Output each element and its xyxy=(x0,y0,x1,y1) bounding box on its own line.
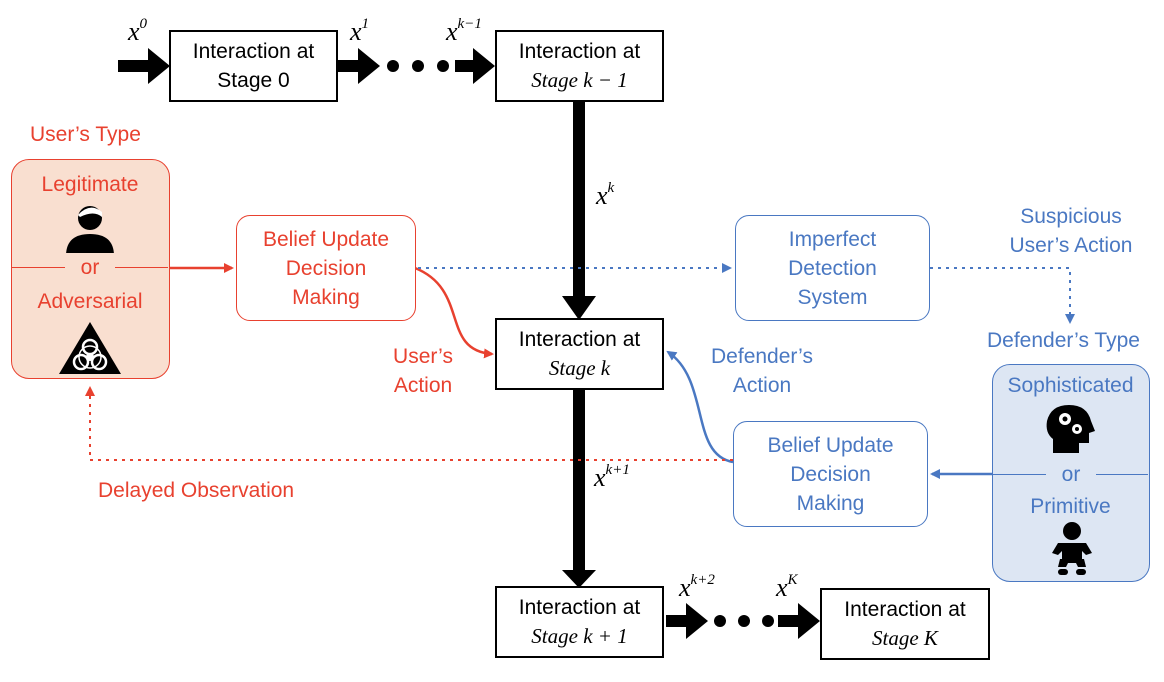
defender-belief-box: Belief Update Decision Making xyxy=(733,421,928,527)
state-xkp1: xk+1 xyxy=(594,462,630,492)
stage-k-box: Interaction at Stage k xyxy=(495,318,664,390)
delayed-observation-label: Delayed Observation xyxy=(98,479,295,502)
defender-belief-line1: Belief Update xyxy=(767,433,894,457)
user-adversarial-label: Adversarial xyxy=(37,290,143,313)
stage-0-line1: Interaction at xyxy=(192,40,315,63)
user-belief-line2: Decision xyxy=(285,256,367,280)
user-action-arrow xyxy=(414,266,494,359)
stage-k-line1: Interaction at xyxy=(518,328,641,351)
arrow-xkp1 xyxy=(562,390,596,588)
stage-K-box: Interaction at Stage K xyxy=(820,588,990,660)
state-x0: x0 xyxy=(128,16,148,46)
state-xK: xK xyxy=(776,572,798,602)
defender-action-arrow xyxy=(666,350,734,464)
stage-k-minus-1-line2: Stage k − 1 xyxy=(531,68,628,92)
state-xkp2: xk+2 xyxy=(679,572,715,602)
detection-box: Imperfect Detection System xyxy=(735,215,930,321)
defender-belief-line3: Making xyxy=(796,491,865,515)
detection-line3: System xyxy=(797,285,868,309)
stage-0-box: Interaction at Stage 0 xyxy=(169,30,338,102)
stage-k-plus-1-box: Interaction at Stage k + 1 xyxy=(495,586,664,658)
user-belief-box: Belief Update Decision Making xyxy=(236,215,416,321)
stage-0-line2: Stage 0 xyxy=(217,69,290,92)
person-icon xyxy=(66,206,114,256)
stage-k-minus-1-box: Interaction at Stage k − 1 xyxy=(495,30,664,102)
suspicious-action-arrow xyxy=(930,267,1075,324)
stage-k-plus-1-line2: Stage k + 1 xyxy=(531,624,628,648)
defender-sophisticated-label: Sophisticated xyxy=(1007,374,1134,397)
state-xk: xk xyxy=(596,180,615,210)
arrow-xkp2 xyxy=(666,603,820,639)
head-gears-icon xyxy=(1046,405,1095,453)
baby-icon xyxy=(1052,522,1092,575)
stage-K-line1: Interaction at xyxy=(844,598,966,621)
user-or-label: or xyxy=(65,253,115,282)
user-legitimate-label: Legitimate xyxy=(41,173,139,196)
defender-type-box: Sophisticated or Primitive xyxy=(992,364,1150,582)
biohazard-icon xyxy=(59,322,121,374)
delayed-observation-arrow xyxy=(85,386,733,461)
defender-belief-line2: Decision xyxy=(790,462,871,486)
arrow-xk xyxy=(562,102,596,320)
state-xkm1: xk−1 xyxy=(446,16,482,46)
defender-type-title: Defender’s Type xyxy=(987,329,1140,352)
stage-K-line2: Stage K xyxy=(872,626,938,650)
stage-k-minus-1-line1: Interaction at xyxy=(518,40,641,63)
stage-k-plus-1-line1: Interaction at xyxy=(518,596,641,619)
user-type-title: User’s Type xyxy=(30,123,141,146)
defender-or-label: or xyxy=(1046,460,1096,489)
user-belief-line3: Making xyxy=(292,285,360,309)
state-x1: x1 xyxy=(350,16,370,46)
defender-primitive-label: Primitive xyxy=(1030,495,1111,518)
user-type-box: Legitimate or Adversarial xyxy=(11,159,170,379)
stage-k-line2: Stage k xyxy=(548,356,611,380)
arrow-x1 xyxy=(338,48,495,84)
detection-line2: Detection xyxy=(788,256,877,280)
user-belief-line1: Belief Update xyxy=(262,227,390,251)
arrow-x0 xyxy=(118,48,170,84)
detection-line1: Imperfect xyxy=(788,227,877,251)
